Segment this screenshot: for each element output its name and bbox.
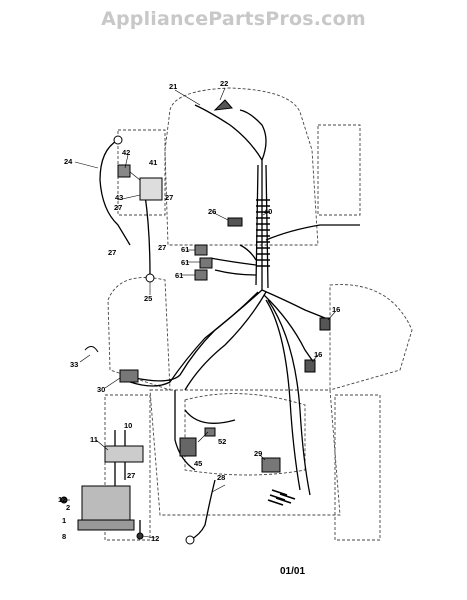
callout-27e: 27 — [127, 471, 135, 480]
callout-43: 43 — [115, 193, 123, 202]
connector-29 — [261, 457, 281, 473]
callout-27d: 27 — [158, 243, 166, 252]
terminal-24 — [113, 135, 123, 145]
connector-26 — [227, 217, 243, 227]
callout-27b: 27 — [165, 193, 173, 202]
callout-29: 29 — [254, 449, 262, 458]
callout-21: 21 — [169, 82, 177, 91]
module-45 — [179, 437, 197, 457]
callout-16a: 16 — [332, 305, 340, 314]
callout-22: 22 — [220, 79, 228, 88]
callout-40: 40 — [264, 207, 272, 216]
callout-2: 2 — [66, 503, 70, 512]
callout-61a: 61 — [181, 245, 189, 254]
callout-30: 30 — [97, 385, 105, 394]
callout-42: 42 — [122, 148, 130, 157]
ignition-switch — [117, 164, 131, 178]
callout-10: 10 — [124, 421, 132, 430]
front-wheel-right — [317, 124, 361, 216]
front-wheel-left — [117, 129, 166, 216]
seat-outline — [184, 393, 306, 476]
relay-61c — [194, 269, 208, 281]
switch-16a — [319, 317, 331, 331]
callout-41: 41 — [149, 158, 157, 167]
callout-28: 28 — [217, 473, 225, 482]
connector-52 — [204, 427, 216, 437]
callout-16b: 16 — [314, 350, 322, 359]
connector-30 — [119, 369, 139, 383]
callout-26: 26 — [208, 207, 216, 216]
rear-wheel-right — [334, 394, 381, 541]
callouts: 21 22 24 42 41 43 27 27 27 27 26 40 61 6… — [58, 79, 340, 543]
callout-27c: 27 — [108, 248, 116, 257]
callout-33: 33 — [70, 360, 78, 369]
callout-61b: 61 — [181, 258, 189, 267]
callout-27a: 27 — [114, 203, 122, 212]
diagram-code: 01/01 — [280, 566, 306, 577]
relay-61a — [194, 244, 208, 256]
callout-24: 24 — [64, 157, 73, 166]
switch-16b — [304, 359, 316, 373]
callout-52: 52 — [218, 437, 226, 446]
relay-61b — [199, 257, 213, 269]
callout-12a: 12 — [58, 495, 66, 504]
fuse-holder-11 — [104, 445, 144, 463]
callout-45: 45 — [194, 459, 202, 468]
callout-12b: 12 — [151, 534, 159, 543]
connector-22 — [213, 99, 234, 111]
wire-harness — [129, 104, 360, 541]
callout-61c: 61 — [175, 271, 183, 280]
clip-33 — [84, 346, 99, 353]
battery — [81, 485, 131, 523]
hood-outline — [164, 87, 319, 246]
terminal-25 — [145, 273, 155, 283]
terminal-28 — [185, 535, 195, 545]
battery-tray — [77, 519, 135, 531]
components — [60, 99, 331, 545]
callout-8: 8 — [62, 532, 66, 541]
chassis-outline — [104, 87, 413, 541]
callout-25: 25 — [144, 294, 152, 303]
coiled-harness — [256, 199, 296, 506]
watermark-text: AppliancePartsPros.com — [101, 8, 366, 30]
nut-12b — [136, 532, 144, 540]
deck-outline-left — [107, 277, 171, 391]
rear-body — [149, 389, 341, 516]
deck-outline-right — [329, 284, 413, 391]
rear-wheel-left — [104, 394, 151, 541]
callout-11: 11 — [90, 435, 98, 444]
solenoid — [139, 177, 163, 201]
leader-lines — [66, 87, 336, 539]
callout-1: 1 — [62, 516, 66, 525]
